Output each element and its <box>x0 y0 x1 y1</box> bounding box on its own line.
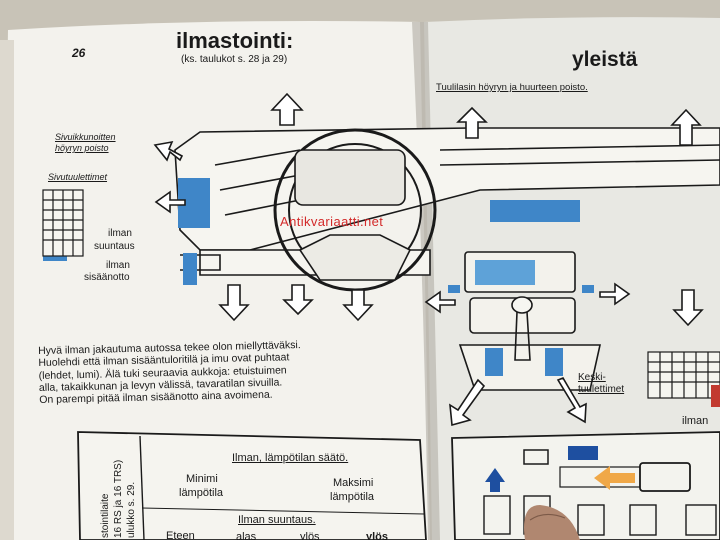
console-vent-left <box>485 348 503 376</box>
direction-heading: Ilman suuntaus. <box>238 514 316 526</box>
direction-label: Eteen <box>166 530 195 540</box>
body-text: Hyvä ilman jakautuma autossa tekee olon … <box>38 338 369 407</box>
arrow-up <box>270 92 304 126</box>
mode-button-3 <box>577 504 605 536</box>
arrow-up <box>456 106 488 139</box>
side-vents-label: Sivutuulettimet <box>48 172 108 182</box>
arrow-down <box>342 289 374 322</box>
air-direction-label-1: ilman <box>108 228 132 239</box>
side-vent-small-right <box>582 285 594 293</box>
side-vent-diagram <box>42 189 84 257</box>
side-text-line: stointilaite <box>100 493 111 538</box>
direction-label: ylös <box>300 531 320 540</box>
selector-blue <box>568 446 598 460</box>
arrow-left <box>153 140 184 162</box>
vent-highlights <box>43 178 594 376</box>
up-arrow-icon <box>485 468 505 492</box>
control-panel <box>475 260 535 285</box>
arrow-down <box>282 284 314 316</box>
min-temp-line2: lämpötila <box>179 487 224 499</box>
slider-handle <box>639 462 691 492</box>
page-edge <box>0 40 14 540</box>
heat-arrow-icon <box>594 466 635 490</box>
max-temp-line1: Maksimi <box>333 477 374 489</box>
page-subtitle: (ks. taulukot s. 28 ja 29) <box>181 54 288 65</box>
air-intake-label-2: sisäänotto <box>84 272 130 283</box>
side-window-label-1: Sivuikkunoitten <box>55 132 116 142</box>
arrow-left <box>154 190 186 214</box>
mode-button-4 <box>629 504 657 536</box>
side-vent-small-left <box>448 285 460 293</box>
min-temp-line1: Minimi <box>186 473 218 485</box>
dashboard-drawing <box>174 127 720 391</box>
windshield-label: Tuulilasin höyryn ja huurteen poisto. <box>436 82 588 93</box>
side-text-line: 16 RS ja 16 TRS) <box>113 459 124 538</box>
mode-button-1 <box>483 495 511 535</box>
max-temp-line2: lämpötila <box>330 491 375 503</box>
page-number: 26 <box>72 46 86 60</box>
finger <box>524 505 580 540</box>
center-vent-diagram <box>647 351 720 399</box>
side-window-label-2: höyryn poisto <box>55 143 109 153</box>
arrow-left <box>424 290 456 314</box>
selector-box <box>523 449 549 465</box>
control-table-left <box>77 431 427 540</box>
arrow-up <box>670 108 702 146</box>
page-title: ilmastointi: <box>176 28 294 53</box>
center-vents-label-2: tuulettimet <box>578 384 625 395</box>
arrow-down <box>218 284 250 322</box>
air-intake-label-1: ilman <box>106 260 130 271</box>
vent-diagram-strip <box>43 253 67 261</box>
arrow-down-right <box>556 377 587 424</box>
center-vents-label-1: Keski- <box>578 372 606 383</box>
arrow-down <box>672 289 704 327</box>
direction-label: alas <box>236 531 257 540</box>
arrow-down-left <box>449 378 486 427</box>
air-intake-left <box>183 253 197 285</box>
right-page-title: yleistä <box>572 48 638 71</box>
airflow-arrows <box>153 92 704 427</box>
center-vent-grille <box>490 200 580 222</box>
right-edge-label: ilman <box>682 415 709 427</box>
table-side-text: stointilaite 16 RS ja 16 TRS) ulukko s. … <box>88 440 178 540</box>
console-vent-right <box>545 348 563 376</box>
table-heading: Ilman, lämpötilan säätö. <box>232 452 349 464</box>
mode-button-5 <box>685 504 717 536</box>
arrow-right <box>599 282 631 306</box>
direction-label: ylös <box>366 531 389 540</box>
page-marker <box>711 385 720 407</box>
watermark: Antikvariaatti.net <box>280 214 384 229</box>
side-text-line: ulukko s. 29. <box>126 481 137 538</box>
air-direction-label-2: suuntaus <box>94 241 135 252</box>
